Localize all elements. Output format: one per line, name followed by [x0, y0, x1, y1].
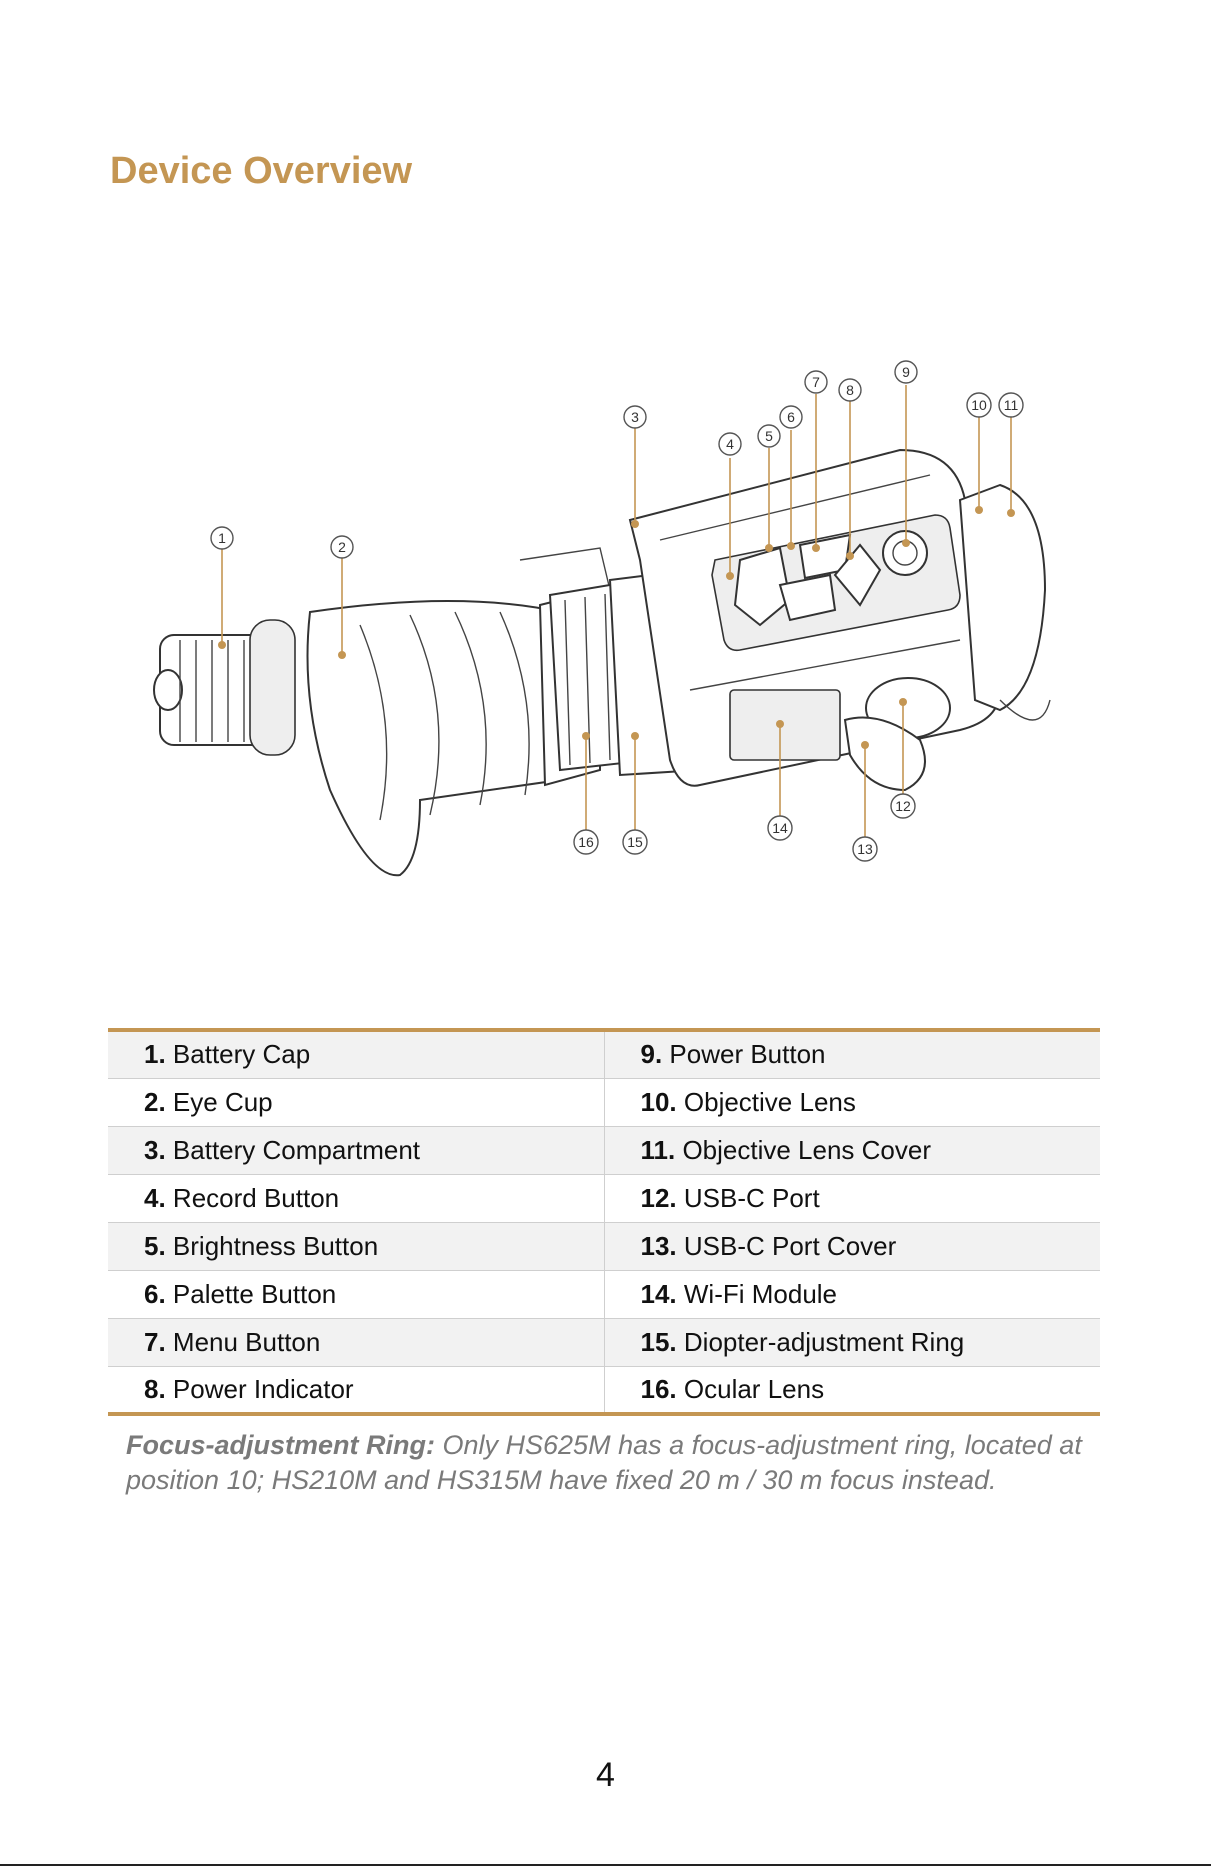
part-label: Eye Cup: [172, 1086, 273, 1117]
part-label: Menu Button: [172, 1326, 321, 1357]
table-cell: 6. Palette Button: [108, 1270, 605, 1319]
table-cell: 11. Objective Lens Cover: [604, 1126, 1100, 1175]
part-number: 14.: [640, 1278, 677, 1309]
bottom-rule: [0, 1864, 1211, 1866]
table-cell: 14. Wi-Fi Module: [604, 1270, 1100, 1319]
callout-label: 5: [765, 428, 773, 444]
callout-label: 16: [578, 834, 594, 850]
callout-4: 4: [718, 432, 742, 456]
page-title: Device Overview: [110, 150, 413, 192]
callout-label: 4: [726, 436, 734, 452]
callout-label: 9: [902, 364, 910, 380]
part-label: Diopter-adjustment Ring: [683, 1326, 965, 1357]
callout-16: 16: [573, 829, 599, 855]
table-row: 4. Record Button 12. USB-C Port: [108, 1174, 1100, 1223]
callout-11: 11: [998, 392, 1024, 418]
part-label: Ocular Lens: [683, 1373, 825, 1404]
part-number: 8.: [144, 1373, 166, 1404]
part-label: Power Indicator: [172, 1373, 354, 1404]
part-number: 13.: [640, 1230, 677, 1261]
part-number: 2.: [144, 1086, 166, 1117]
callout-12: 12: [890, 793, 916, 819]
table-cell: 2. Eye Cup: [108, 1078, 605, 1127]
part-number: 12.: [640, 1182, 677, 1213]
callout-3: 3: [623, 405, 647, 429]
table-cell: 5. Brightness Button: [108, 1222, 605, 1271]
callout-label: 8: [846, 382, 854, 398]
part-label: Power Button: [669, 1039, 826, 1070]
part-number: 3.: [144, 1134, 166, 1165]
callout-label: 11: [1004, 397, 1019, 413]
part-label: Brightness Button: [172, 1230, 379, 1261]
table-row: 7. Menu Button 15. Diopter-adjustment Ri…: [108, 1318, 1100, 1367]
table-cell: 8. Power Indicator: [108, 1366, 605, 1414]
table-cell: 7. Menu Button: [108, 1318, 605, 1367]
callout-6: 6: [779, 405, 803, 429]
callout-14: 14: [767, 815, 793, 841]
part-number: 9.: [640, 1039, 663, 1070]
part-label: USB-C Port: [683, 1182, 820, 1213]
callout-1: 1: [210, 526, 234, 550]
table-cell: 13. USB-C Port Cover: [604, 1222, 1100, 1271]
part-number: 7.: [144, 1326, 166, 1357]
part-number: 5.: [144, 1230, 166, 1261]
table-cell: 12. USB-C Port: [604, 1174, 1100, 1223]
table-cell: 16. Ocular Lens: [604, 1366, 1100, 1414]
part-number: 10.: [640, 1086, 677, 1117]
part-number: 1.: [144, 1039, 166, 1070]
callout-label: 14: [772, 820, 788, 836]
callout-label: 7: [812, 374, 820, 390]
part-label: Wi-Fi Module: [683, 1278, 838, 1309]
callout-leaders: [218, 385, 1015, 840]
part-label: Battery Compartment: [172, 1134, 421, 1165]
table-cell: 15. Diopter-adjustment Ring: [604, 1318, 1100, 1367]
table-cell: 4. Record Button: [108, 1174, 605, 1223]
part-number: 15.: [640, 1326, 677, 1357]
callout-label: 12: [895, 798, 911, 814]
callout-label: 1: [218, 530, 226, 546]
part-number: 16.: [640, 1373, 677, 1404]
callout-label: 3: [631, 409, 639, 425]
table-cell: 1. Battery Cap: [108, 1030, 605, 1079]
callout-label: 10: [971, 397, 987, 413]
callout-2: 2: [330, 535, 354, 559]
table-row: 3. Battery Compartment 11. Objective Len…: [108, 1126, 1100, 1175]
note-label: Focus-adjustment Ring:: [126, 1430, 435, 1460]
callout-label: 6: [787, 409, 795, 425]
part-label: USB-C Port Cover: [683, 1230, 897, 1261]
page-number: 4: [596, 1756, 615, 1794]
part-label: Battery Cap: [172, 1039, 311, 1070]
table-row: 5. Brightness Button 13. USB-C Port Cove…: [108, 1222, 1100, 1271]
callout-15: 15: [622, 829, 648, 855]
table-row: 6. Palette Button 14. Wi-Fi Module: [108, 1270, 1100, 1319]
table-cell: 9. Power Button: [604, 1030, 1100, 1079]
table-row: 2. Eye Cup 10. Objective Lens: [108, 1078, 1100, 1127]
part-label: Objective Lens: [683, 1086, 856, 1117]
part-label: Objective Lens Cover: [682, 1134, 932, 1165]
callout-10: 10: [966, 392, 992, 418]
callout-9: 9: [894, 360, 918, 384]
part-label: Palette Button: [172, 1278, 337, 1309]
callout-label: 13: [857, 841, 873, 857]
parts-table: 1. Battery Cap 9. Power Button 2. Eye Cu…: [108, 1028, 1100, 1416]
callout-7: 7: [804, 370, 828, 394]
device-diagram: 1 2 3 4 5 6 7 8 9 10 11 12 13 14 15 16: [153, 360, 1051, 877]
part-number: 4.: [144, 1182, 166, 1213]
callout-label: 2: [338, 539, 346, 555]
part-number: 11.: [640, 1134, 676, 1165]
focus-ring-note: Focus-adjustment Ring: Only HS625M has a…: [126, 1428, 1096, 1498]
callout-13: 13: [852, 836, 878, 862]
table-cell: 10. Objective Lens: [604, 1078, 1100, 1127]
battery-cap-illustration: [153, 619, 296, 756]
callout-8: 8: [838, 378, 862, 402]
device-body-illustration: [628, 448, 1051, 792]
callout-5: 5: [757, 424, 781, 448]
callout-label: 15: [627, 834, 643, 850]
note-text: Only HS625M has a focus-adjustment ring,…: [126, 1430, 1082, 1495]
part-number: 6.: [144, 1278, 166, 1309]
table-cell: 3. Battery Compartment: [108, 1126, 605, 1175]
table-row: 1. Battery Cap 9. Power Button: [108, 1030, 1100, 1079]
part-label: Record Button: [172, 1182, 340, 1213]
table-row: 8. Power Indicator 16. Ocular Lens: [108, 1366, 1100, 1414]
